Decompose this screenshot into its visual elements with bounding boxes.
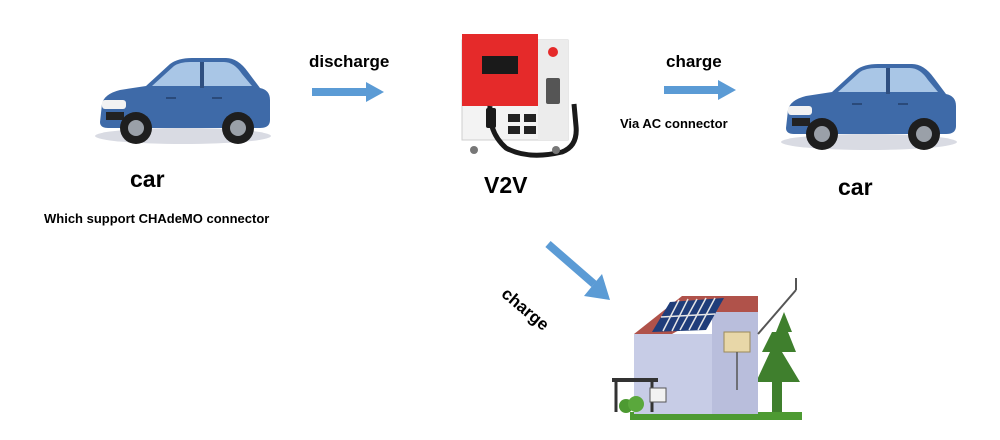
v2v-device-icon xyxy=(461,34,579,158)
right-car-icon xyxy=(781,64,957,150)
discharge-arrow-label: discharge xyxy=(309,52,390,71)
charge-right-label: charge xyxy=(666,52,722,71)
charge-right-arrow xyxy=(664,80,736,100)
charge-down-arrow xyxy=(545,240,610,300)
left-car-icon xyxy=(95,58,271,144)
discharge-arrow xyxy=(312,82,384,102)
house-icon xyxy=(612,278,802,420)
charge-right-caption: Via AC connector xyxy=(620,116,728,131)
right-car-label: car xyxy=(838,174,873,200)
left-car-label: car xyxy=(130,166,165,192)
v2v-label: V2V xyxy=(484,172,528,198)
left-car-caption: Which support CHAdeMO connector xyxy=(44,211,270,226)
